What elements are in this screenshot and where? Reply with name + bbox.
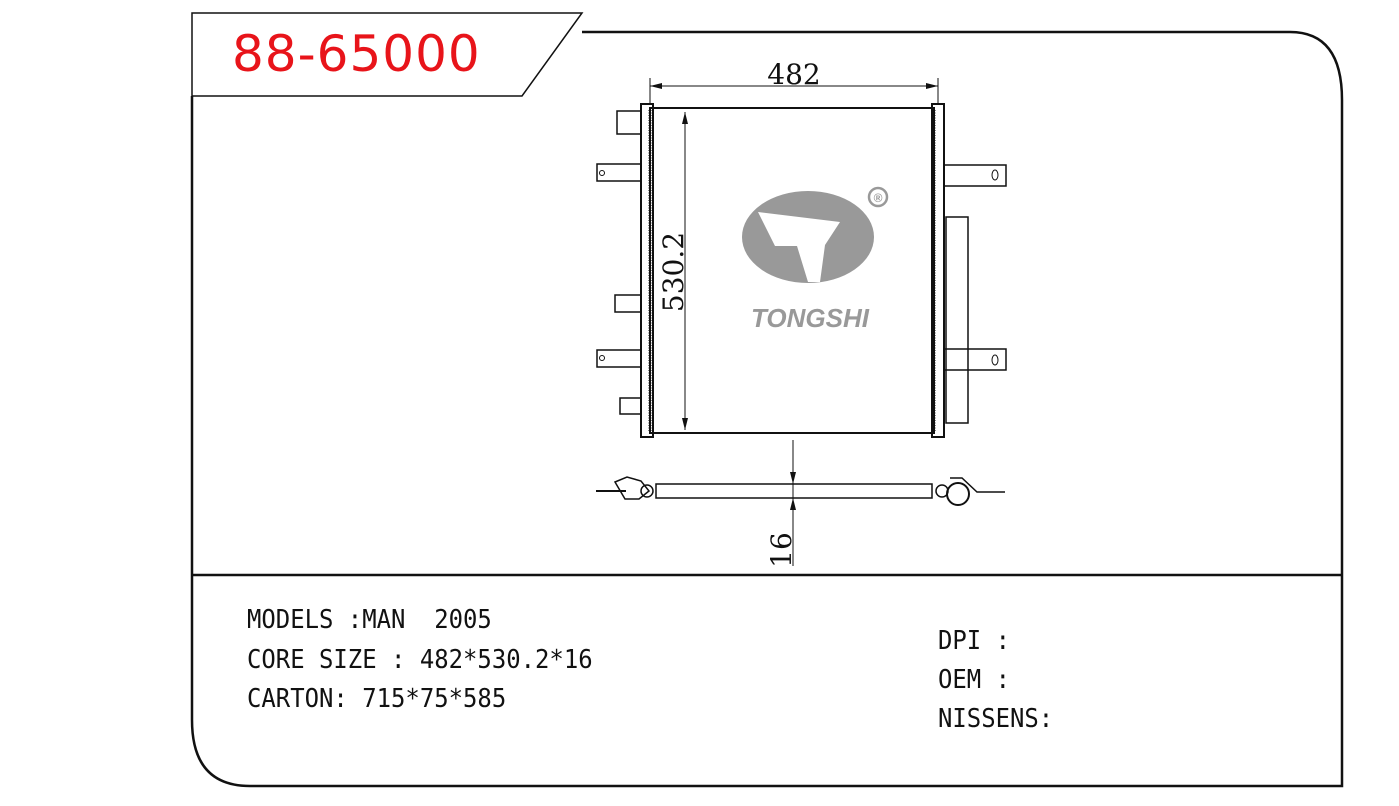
dpi-reference: DPI : [938, 626, 1011, 656]
nissens-reference: NISSENS: [938, 704, 1054, 734]
condenser-side-view [596, 476, 1005, 506]
core-size-spec: CORE SIZE : 482*530.2*16 [247, 645, 593, 675]
width-label: 482 [767, 58, 820, 91]
part-number: 88-65000 [232, 25, 481, 83]
thickness-dimension: 16 [765, 440, 798, 568]
brand-name: TONGSHI [751, 303, 870, 333]
width-dimension: 482 [649, 58, 939, 104]
height-dimension: 530.2 [657, 112, 690, 430]
condenser-front-view [596, 103, 1007, 438]
height-label: 530.2 [657, 232, 690, 312]
models-spec: MODELS :MAN 2005 [247, 605, 492, 635]
sheet-frame [190, 30, 1344, 788]
thickness-label: 16 [765, 532, 798, 568]
carton-spec: CARTON: 715*75*585 [247, 684, 507, 714]
oem-reference: OEM : [938, 665, 1011, 695]
tongshi-logo: ® TONGSHI [742, 186, 889, 333]
title-tab [191, 12, 584, 97]
registered-mark: ® [874, 191, 883, 205]
